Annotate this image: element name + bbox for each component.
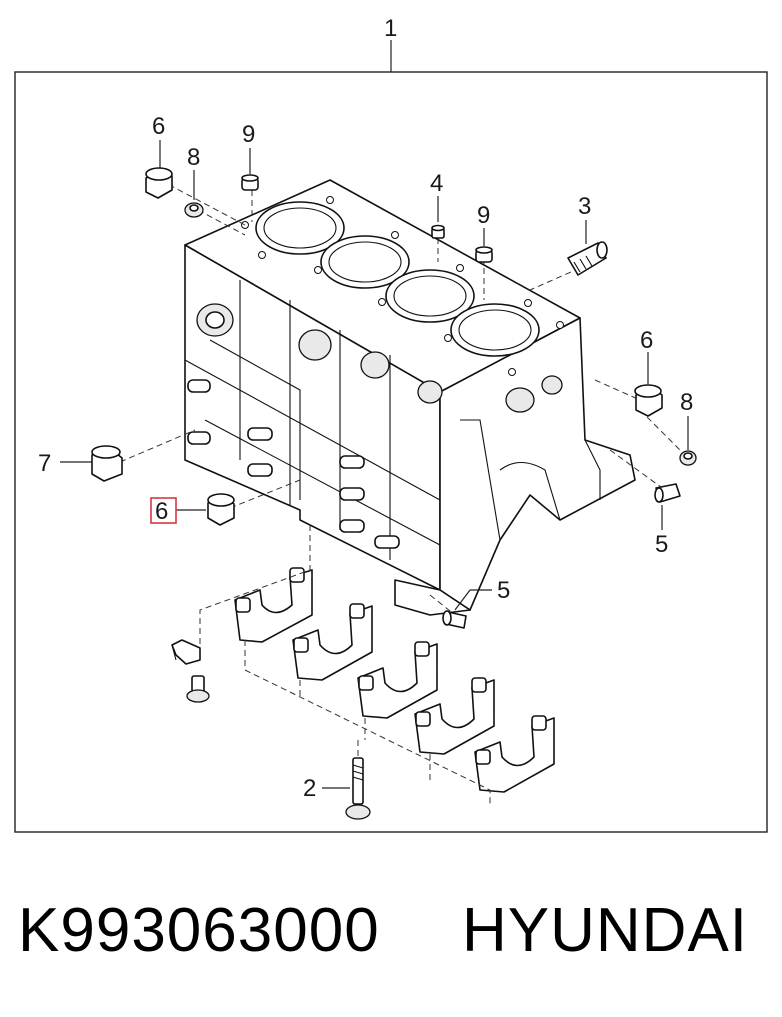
- seal-part-7: [91, 445, 123, 482]
- bearing-caps: [234, 567, 555, 793]
- plug-part-8-top: [184, 202, 204, 218]
- caption-row: K993063000 HYUNDAI: [0, 895, 782, 975]
- callout-6-highlighted: 6: [155, 498, 168, 525]
- callout-9-left: 9: [242, 121, 255, 148]
- plug-part-8-right: [679, 450, 697, 466]
- threaded-stud-part-3: [567, 241, 608, 276]
- callout-7: 7: [38, 450, 51, 477]
- callout-1: 1: [384, 15, 397, 42]
- highlight-box: [150, 497, 177, 524]
- plug-part-6-left: [207, 493, 235, 526]
- callout-5-bottom: 5: [497, 577, 510, 604]
- callout-5-right: 5: [655, 531, 668, 558]
- exploded-parts-diagram: 1 6 8 9 4 9 3 6 8 7 6 5 5 2: [14, 15, 768, 833]
- plug-part-6-top: [145, 167, 173, 199]
- engine-block: [184, 179, 636, 616]
- callout-3: 3: [578, 193, 591, 220]
- bearing-cap-4: [414, 677, 495, 755]
- brand-name: HYUNDAI: [462, 896, 749, 965]
- assembly-lines: [119, 179, 689, 805]
- callout-6-right: 6: [640, 327, 653, 354]
- leader-lines: [60, 140, 689, 789]
- callout-6-top: 6: [152, 113, 165, 140]
- bearing-cap-2: [292, 603, 373, 681]
- dowel-part-4: [431, 224, 445, 239]
- dowel-part-5-bottom: [442, 610, 467, 629]
- bearing-cap-3: [357, 641, 438, 719]
- bearing-cap-bolt-part-2: [345, 757, 371, 820]
- callout-8-right: 8: [680, 389, 693, 416]
- dowel-part-9-left: [241, 174, 259, 191]
- bearing-cap-5: [474, 715, 555, 793]
- callout-8-top: 8: [187, 144, 200, 171]
- small-bolt: [186, 675, 210, 703]
- dowel-part-5-right: [654, 483, 681, 503]
- part-number: K993063000: [18, 896, 380, 965]
- callout-2: 2: [303, 775, 316, 802]
- callout-9-right: 9: [477, 202, 490, 229]
- dowel-part-9-right: [475, 246, 493, 263]
- plug-part-6-right: [634, 384, 663, 417]
- callout-4: 4: [430, 170, 443, 197]
- oil-jet-clip: [171, 639, 201, 665]
- bearing-cap-1: [234, 567, 313, 643]
